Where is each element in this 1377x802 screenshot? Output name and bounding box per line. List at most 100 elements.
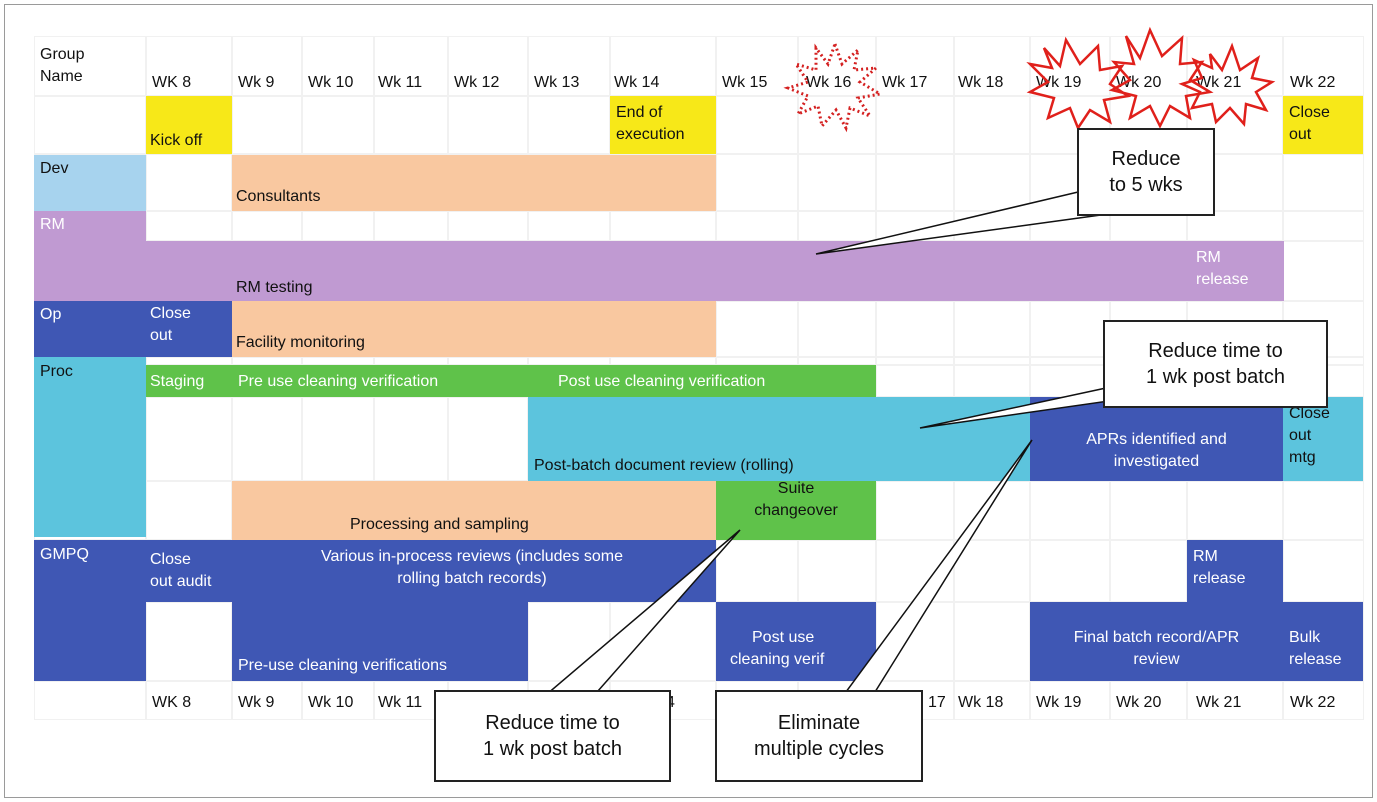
week-label-bottom: 17 [928,694,946,711]
grid-cell [529,37,609,95]
grid-cell [717,212,797,240]
week-label-top: Wk 16 [806,74,852,91]
grid-cell [717,302,797,356]
grid-cell [611,212,715,240]
grid-cell [717,37,797,95]
grid-cell [717,358,797,364]
week-label-bottom: Wk 20 [1116,694,1162,711]
gmpq-group-cell: GMPQ [34,540,146,681]
grid-cell [955,302,1029,356]
grid-cell [147,212,231,240]
grid-cell [955,541,1029,601]
grid-cell [611,358,715,364]
proc-label: Proc [40,363,73,380]
dotted-burst-icon [783,39,885,133]
grid-cell [877,482,953,539]
grid-cell [375,358,447,364]
grid-cell [35,97,145,153]
grid-cell [1111,682,1186,719]
post-use-cleaning-bar: Post use cleaning verification [528,365,876,397]
grid-cell [717,97,797,153]
week-label-bottom: WK 8 [152,694,192,711]
grid-cell [375,398,447,480]
grid-cell [147,358,231,364]
week-label-top: Wk 9 [238,74,275,91]
week-label-top: Wk 14 [614,74,660,91]
pre-use-cleaning-bar: Pre use cleaning verification [232,365,528,397]
grid-cell [877,366,953,396]
post-batch-review-bar: Post-batch document review (rolling) [528,397,1030,481]
grid-cell [303,358,373,364]
grid-cell [233,97,301,153]
grid-cell [233,37,301,95]
grid-cell [35,37,145,95]
week-label-top: Wk 12 [454,74,500,91]
grid-cell [1188,212,1282,240]
week-label-top: Wk 19 [1036,74,1082,91]
grid-cell [877,302,953,356]
grid-cell [1284,37,1363,95]
grid-cell [1284,212,1363,240]
rm-label: RM [40,216,65,233]
grid-cell [1284,155,1363,210]
starburst-icon [1026,26,1276,131]
grid-cell [1031,482,1109,539]
grid-cell [529,212,609,240]
grid-cell [303,682,373,719]
grid-cell [529,358,609,364]
grid-cell [233,682,301,719]
grid-cell [799,302,875,356]
week-label-top: Wk 22 [1290,74,1336,91]
figure-frame [4,4,1373,798]
grid-cell [375,97,447,153]
grid-cell [233,398,301,480]
week-label-top: Wk 13 [534,74,580,91]
rm-group-cell: RM [34,211,146,241]
grid-cell [799,212,875,240]
week-label-top: Wk 10 [308,74,354,91]
week-label-top: Wk 11 [378,74,423,91]
grid-cell [1031,682,1109,719]
grid-cell [1284,242,1363,300]
grid-cell [717,541,797,601]
week-label-top: Wk 18 [958,74,1004,91]
grid-cell [1284,482,1363,539]
grid-cell [375,212,447,240]
gmpq-label: GMPQ [40,546,89,563]
grid-cell [955,97,1029,153]
grid-cell [449,37,527,95]
grid-cell [449,97,527,153]
grid-cell [799,37,875,95]
facility-monitoring-bar: Facility monitoring [232,301,716,357]
grid-cell [449,358,527,364]
pre-use-verifications-bar: Pre-use cleaning verifications [232,602,528,681]
grid-cell [1188,682,1282,719]
processing-sampling-bar: Processing and sampling [232,481,716,540]
week-label-bottom: Wk 19 [1036,694,1082,711]
week-label-bottom: Wk 18 [958,694,1004,711]
grid-cell [35,682,145,719]
grid-cell [1111,212,1186,240]
grid-cell [1284,682,1363,719]
grid-cell [955,682,1029,719]
dev-label: Dev [40,160,69,177]
grid-cell [303,212,373,240]
grid-cell [955,366,1029,396]
proc-group-cell: Proc [34,357,146,537]
staging-bar: Staging [146,365,232,397]
grid-cell [799,155,875,210]
grid-cell [449,212,527,240]
grid-cell [955,155,1029,210]
dev-group-cell: Dev [34,155,146,211]
week-label-bottom: Wk 10 [308,694,354,711]
